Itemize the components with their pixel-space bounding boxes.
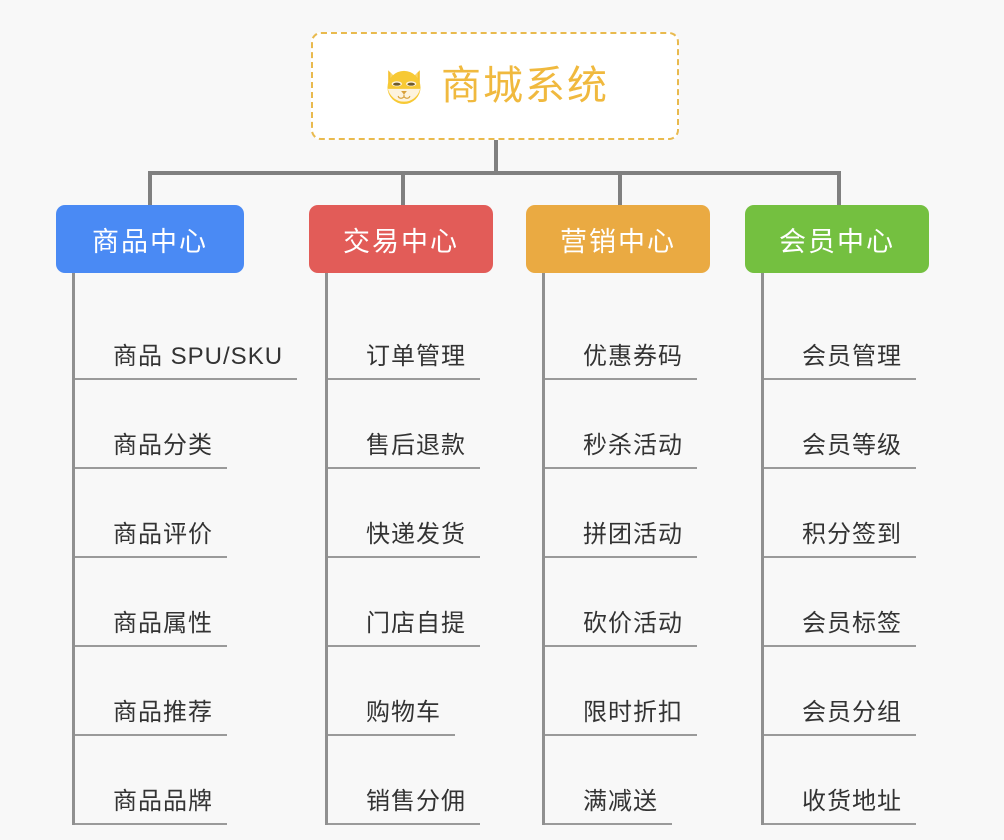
leaf-list-trade-center: 订单管理 售后退款 快递发货 门店自提 购物车 销售分佣 (325, 273, 493, 825)
leaf-label: 收货地址 (802, 788, 902, 815)
column-header-product-center[interactable]: 商品中心 (56, 205, 244, 273)
list-item[interactable]: 商品分类 (75, 380, 244, 469)
leaf-label: 商品品牌 (113, 788, 213, 815)
leaf-label: 限时折扣 (583, 699, 683, 726)
leaf-label: 商品评价 (113, 521, 213, 548)
list-item[interactable]: 拼团活动 (545, 469, 710, 558)
list-item[interactable]: 会员标签 (764, 558, 929, 647)
list-item[interactable]: 订单管理 (328, 291, 493, 380)
leaf-label: 满减送 (583, 788, 658, 815)
column-trade-center: 交易中心 订单管理 售后退款 快递发货 门店自提 购物车 销售分佣 (309, 205, 493, 825)
list-item[interactable]: 销售分佣 (328, 736, 493, 825)
leaf-label: 订单管理 (366, 343, 466, 370)
list-item[interactable]: 商品推荐 (75, 647, 244, 736)
column-header-trade-center[interactable]: 交易中心 (309, 205, 493, 273)
leaf-label: 售后退款 (366, 432, 466, 459)
list-item[interactable]: 商品品牌 (75, 736, 244, 825)
list-item[interactable]: 秒杀活动 (545, 380, 710, 469)
leaf-label: 商品推荐 (113, 699, 213, 726)
list-item[interactable]: 会员等级 (764, 380, 929, 469)
list-item[interactable]: 会员管理 (764, 291, 929, 380)
leaf-label: 商品属性 (113, 610, 213, 637)
list-item[interactable]: 门店自提 (328, 558, 493, 647)
column-header-label: 会员中心 (779, 226, 895, 257)
list-item[interactable]: 砍价活动 (545, 558, 710, 647)
connector-drop-3 (618, 171, 622, 207)
connector-drop-4 (837, 171, 841, 207)
list-item[interactable]: 快递发货 (328, 469, 493, 558)
list-item[interactable]: 满减送 (545, 736, 710, 825)
connector-bus (148, 171, 841, 175)
column-header-label: 营销中心 (560, 226, 676, 257)
leaf-list-member-center: 会员管理 会员等级 积分签到 会员标签 会员分组 收货地址 (761, 273, 929, 825)
list-item[interactable]: 限时折扣 (545, 647, 710, 736)
list-item[interactable]: 积分签到 (764, 469, 929, 558)
list-item[interactable]: 优惠券码 (545, 291, 710, 380)
leaf-label: 会员标签 (802, 610, 902, 637)
root-title: 商城系统 (441, 64, 609, 108)
root-node[interactable]: 商城系统 (311, 32, 679, 140)
leaf-label: 门店自提 (366, 610, 466, 637)
list-item[interactable]: 收货地址 (764, 736, 929, 825)
list-item[interactable]: 购物车 (328, 647, 493, 736)
connector-drop-1 (148, 171, 152, 207)
leaf-list-marketing-center: 优惠券码 秒杀活动 拼团活动 砍价活动 限时折扣 满减送 (542, 273, 710, 825)
connector-stem (494, 140, 498, 174)
leaf-label: 砍价活动 (583, 610, 683, 637)
leaf-label: 快递发货 (366, 521, 466, 548)
list-item[interactable]: 商品属性 (75, 558, 244, 647)
leaf-label: 商品 SPU/SKU (113, 343, 284, 370)
column-header-member-center[interactable]: 会员中心 (745, 205, 929, 273)
leaf-label: 购物车 (366, 699, 441, 726)
column-member-center: 会员中心 会员管理 会员等级 积分签到 会员标签 会员分组 收货地址 (745, 205, 929, 825)
list-item[interactable]: 售后退款 (328, 380, 493, 469)
leaf-label: 会员等级 (802, 432, 902, 459)
column-marketing-center: 营销中心 优惠券码 秒杀活动 拼团活动 砍价活动 限时折扣 满减送 (526, 205, 710, 825)
column-product-center: 商品中心 商品 SPU/SKU 商品分类 商品评价 商品属性 商品推荐 商品品牌 (56, 205, 298, 825)
shiba-dog-face-icon (387, 70, 421, 104)
leaf-label: 销售分佣 (366, 788, 466, 815)
leaf-label: 商品分类 (113, 432, 213, 459)
leaf-label: 会员分组 (802, 699, 902, 726)
list-item[interactable]: 商品评价 (75, 469, 244, 558)
connector-drop-2 (401, 171, 405, 207)
leaf-label: 秒杀活动 (583, 432, 683, 459)
column-header-label: 交易中心 (343, 226, 459, 257)
leaf-label: 会员管理 (802, 343, 902, 370)
list-item[interactable]: 商品 SPU/SKU (75, 291, 298, 380)
list-item[interactable]: 会员分组 (764, 647, 929, 736)
leaf-label: 优惠券码 (583, 343, 683, 370)
leaf-label: 积分签到 (802, 521, 902, 548)
column-header-marketing-center[interactable]: 营销中心 (526, 205, 710, 273)
leaf-label: 拼团活动 (583, 521, 683, 548)
leaf-list-product-center: 商品 SPU/SKU 商品分类 商品评价 商品属性 商品推荐 商品品牌 (72, 273, 298, 825)
column-header-label: 商品中心 (92, 226, 208, 257)
